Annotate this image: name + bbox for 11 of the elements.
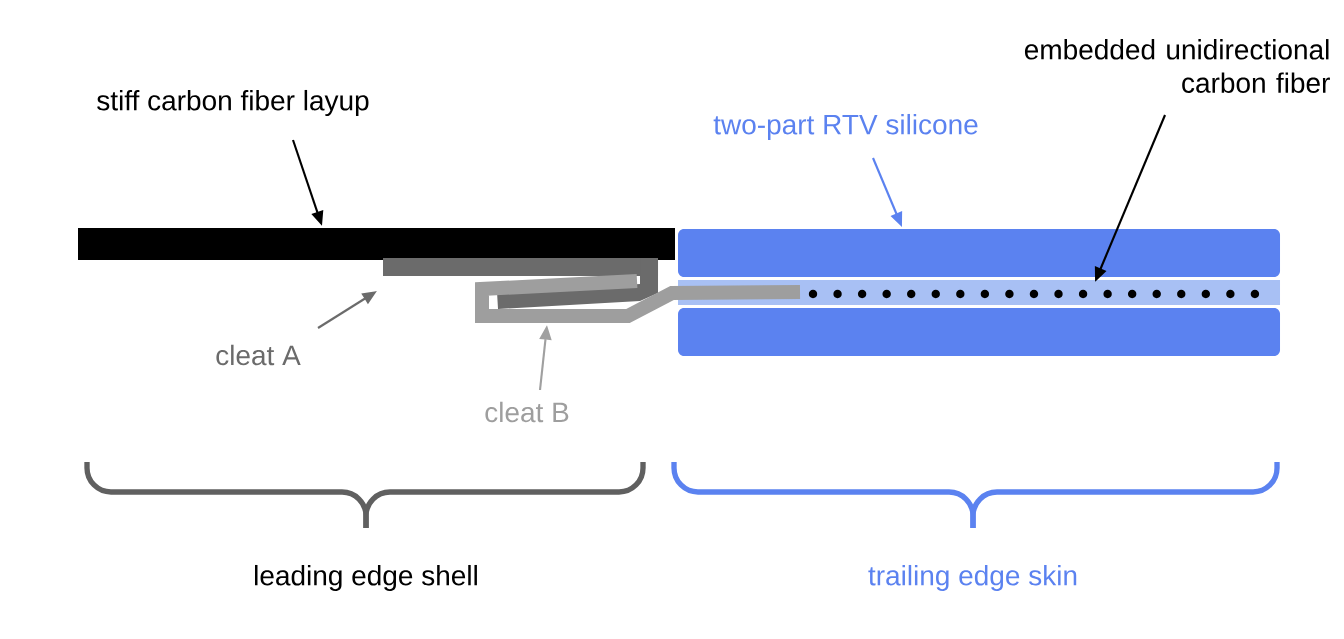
- label-text: two-part RTV silicone: [713, 113, 978, 141]
- label-text: embedded unidirectional carbon fiber: [1024, 39, 1330, 93]
- silicone-block: [678, 308, 1280, 356]
- label-text: leading edge shell: [255, 564, 477, 592]
- label-text: trailing edge skin: [868, 564, 1077, 592]
- label-text: cleat A: [216, 344, 301, 366]
- cleat-drawing: [383, 258, 658, 309]
- label-text: stiff carbon fiber layup: [97, 89, 369, 117]
- silicone-block: [678, 229, 1280, 277]
- carbon-layup-bar: [78, 228, 675, 260]
- label-text: cleat B: [485, 401, 569, 423]
